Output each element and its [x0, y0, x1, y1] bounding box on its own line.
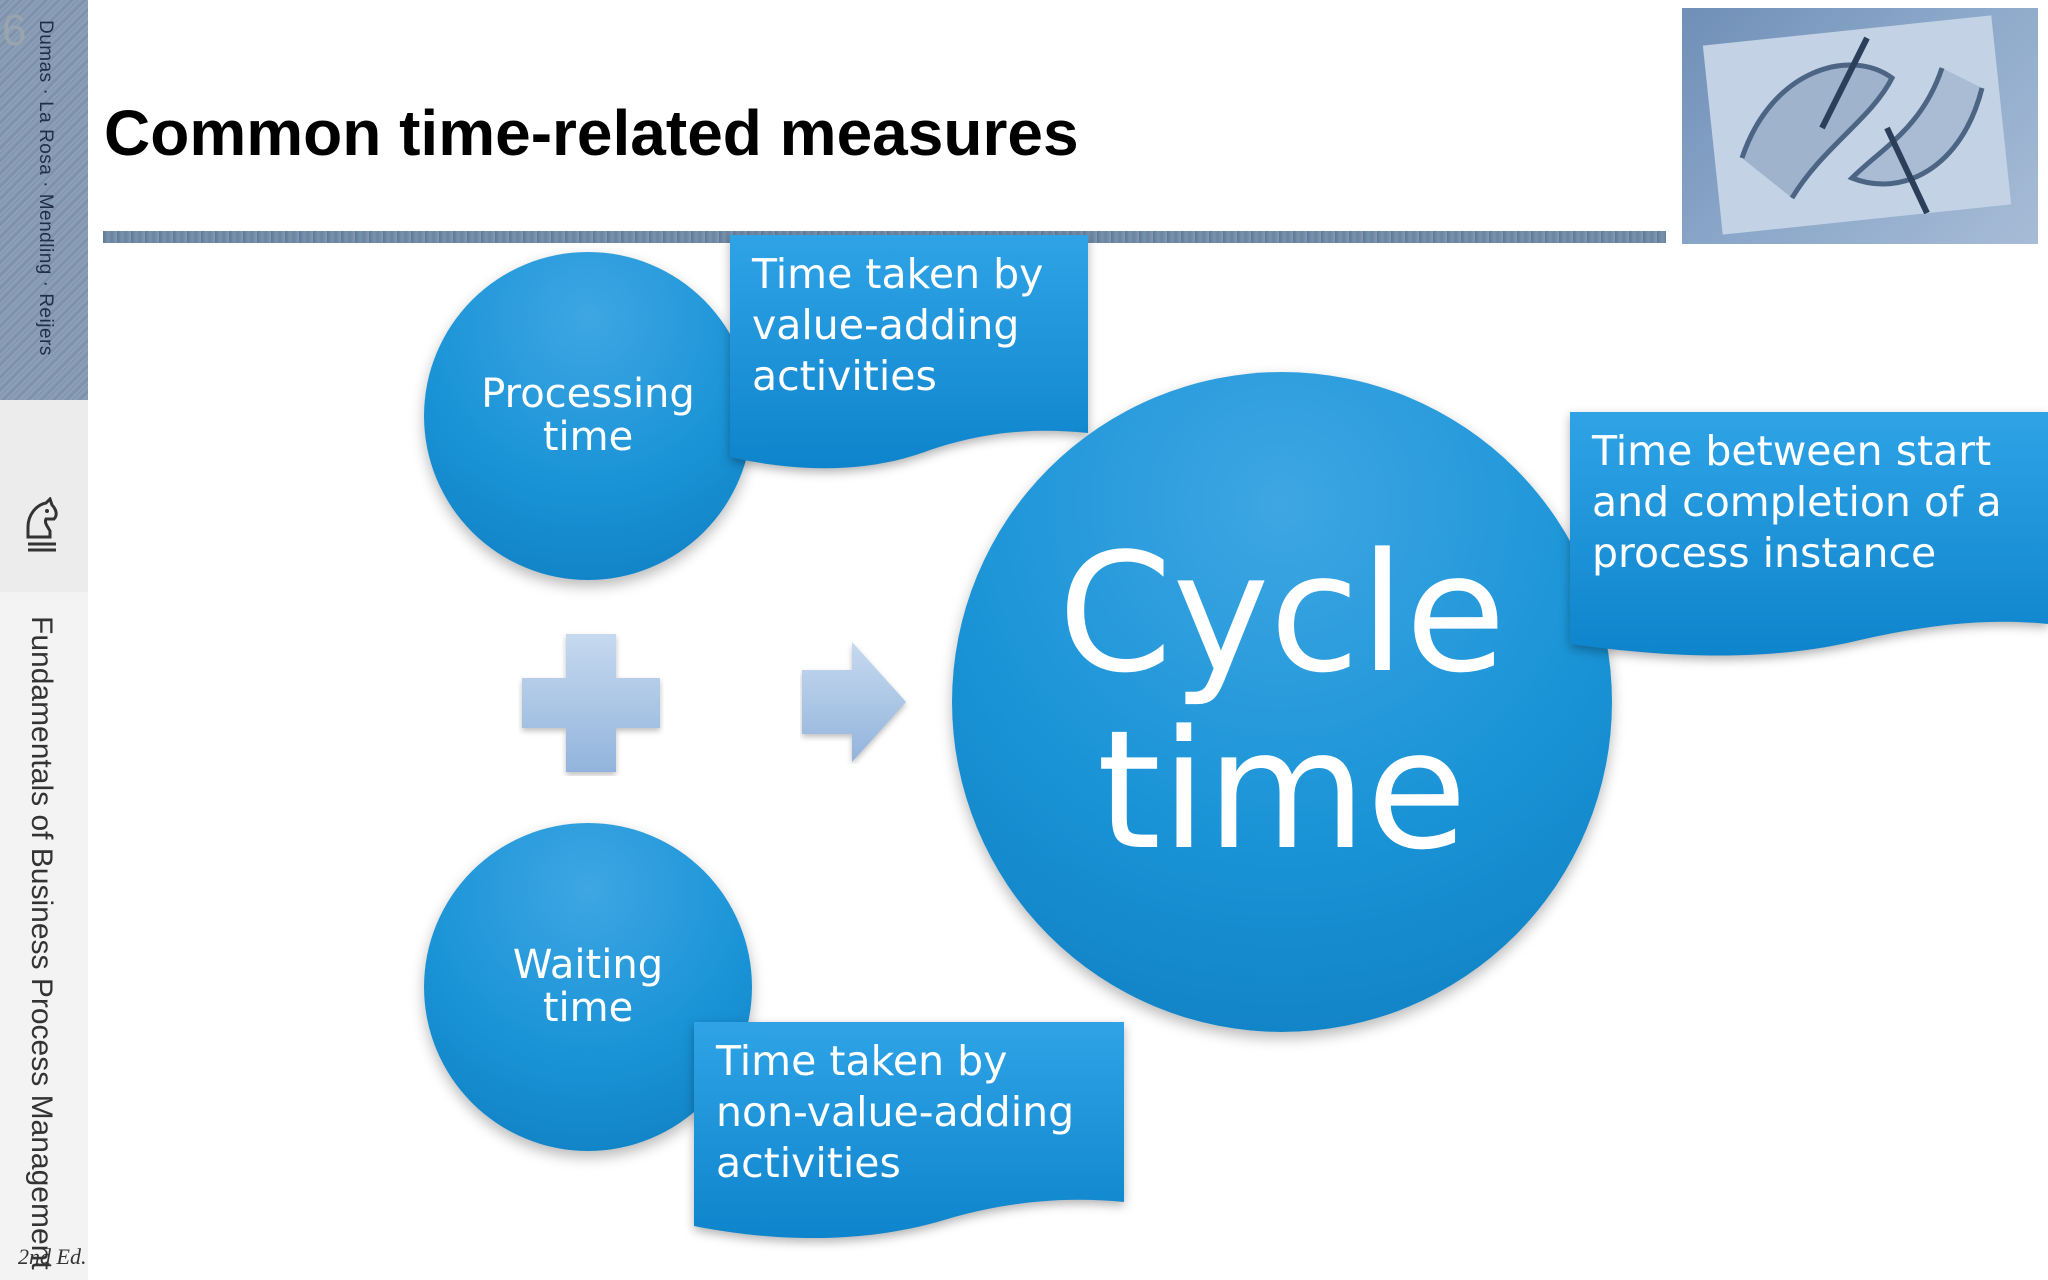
waiting-callout-line1: Time taken by	[716, 1037, 1008, 1085]
processing-callout-line2: value-adding	[752, 301, 1020, 349]
processing-time-label-line2: time	[542, 414, 634, 460]
callout-shape	[694, 1022, 1124, 1239]
waiting-time-label-line1: Waiting	[512, 941, 664, 988]
book-authors: Dumas · La Rosa · Mendling · Reijers	[35, 20, 56, 356]
slide-number: 6	[2, 6, 27, 55]
plus-icon	[522, 634, 660, 772]
waiting-time-callout: Time taken by non-value-adding activitie…	[694, 1022, 1124, 1245]
arrow-right-icon	[802, 642, 906, 762]
processing-callout-line3: activities	[752, 352, 937, 400]
cycle-time-callout: Time between start and completion of a p…	[1570, 412, 2048, 670]
spine-author-band	[0, 0, 88, 400]
processing-callout-line1: Time taken by	[752, 250, 1044, 298]
processing-time-circle: Processing time	[424, 252, 752, 580]
cycle-callout-line2: and completion of a	[1592, 478, 2002, 526]
knight-logo-icon	[26, 497, 58, 552]
header-illustration	[1682, 8, 2038, 244]
cycle-time-circle: Cycle time	[952, 372, 1612, 1032]
drawing-hands-icon	[1702, 15, 2012, 235]
processing-time-callout: Time taken by value-adding activities	[730, 235, 1088, 478]
waiting-time-label-line2: time	[542, 985, 634, 1031]
publisher-logo-panel	[0, 400, 88, 592]
processing-time-label-line1: Processing	[481, 370, 695, 417]
book-title: Fundamentals of Business Process Managem…	[25, 616, 58, 1270]
cycle-callout-line3: process instance	[1592, 529, 1937, 577]
cycle-callout-line1: Time between start	[1592, 427, 1992, 475]
callout-shape	[1570, 412, 2048, 656]
waiting-callout-line2: non-value-adding	[716, 1088, 1075, 1136]
book-spine: 6 Dumas · La Rosa · Mendling · Reijers F…	[0, 0, 88, 1280]
callout-shape	[730, 235, 1088, 469]
cycle-time-label-line2: time	[1096, 695, 1468, 886]
slide-title: Common time-related measures	[104, 97, 1079, 169]
cycle-time-label-line1: Cycle	[1057, 517, 1507, 709]
waiting-callout-line3: activities	[716, 1139, 901, 1187]
book-edition: 2nd Ed.	[18, 1244, 87, 1269]
